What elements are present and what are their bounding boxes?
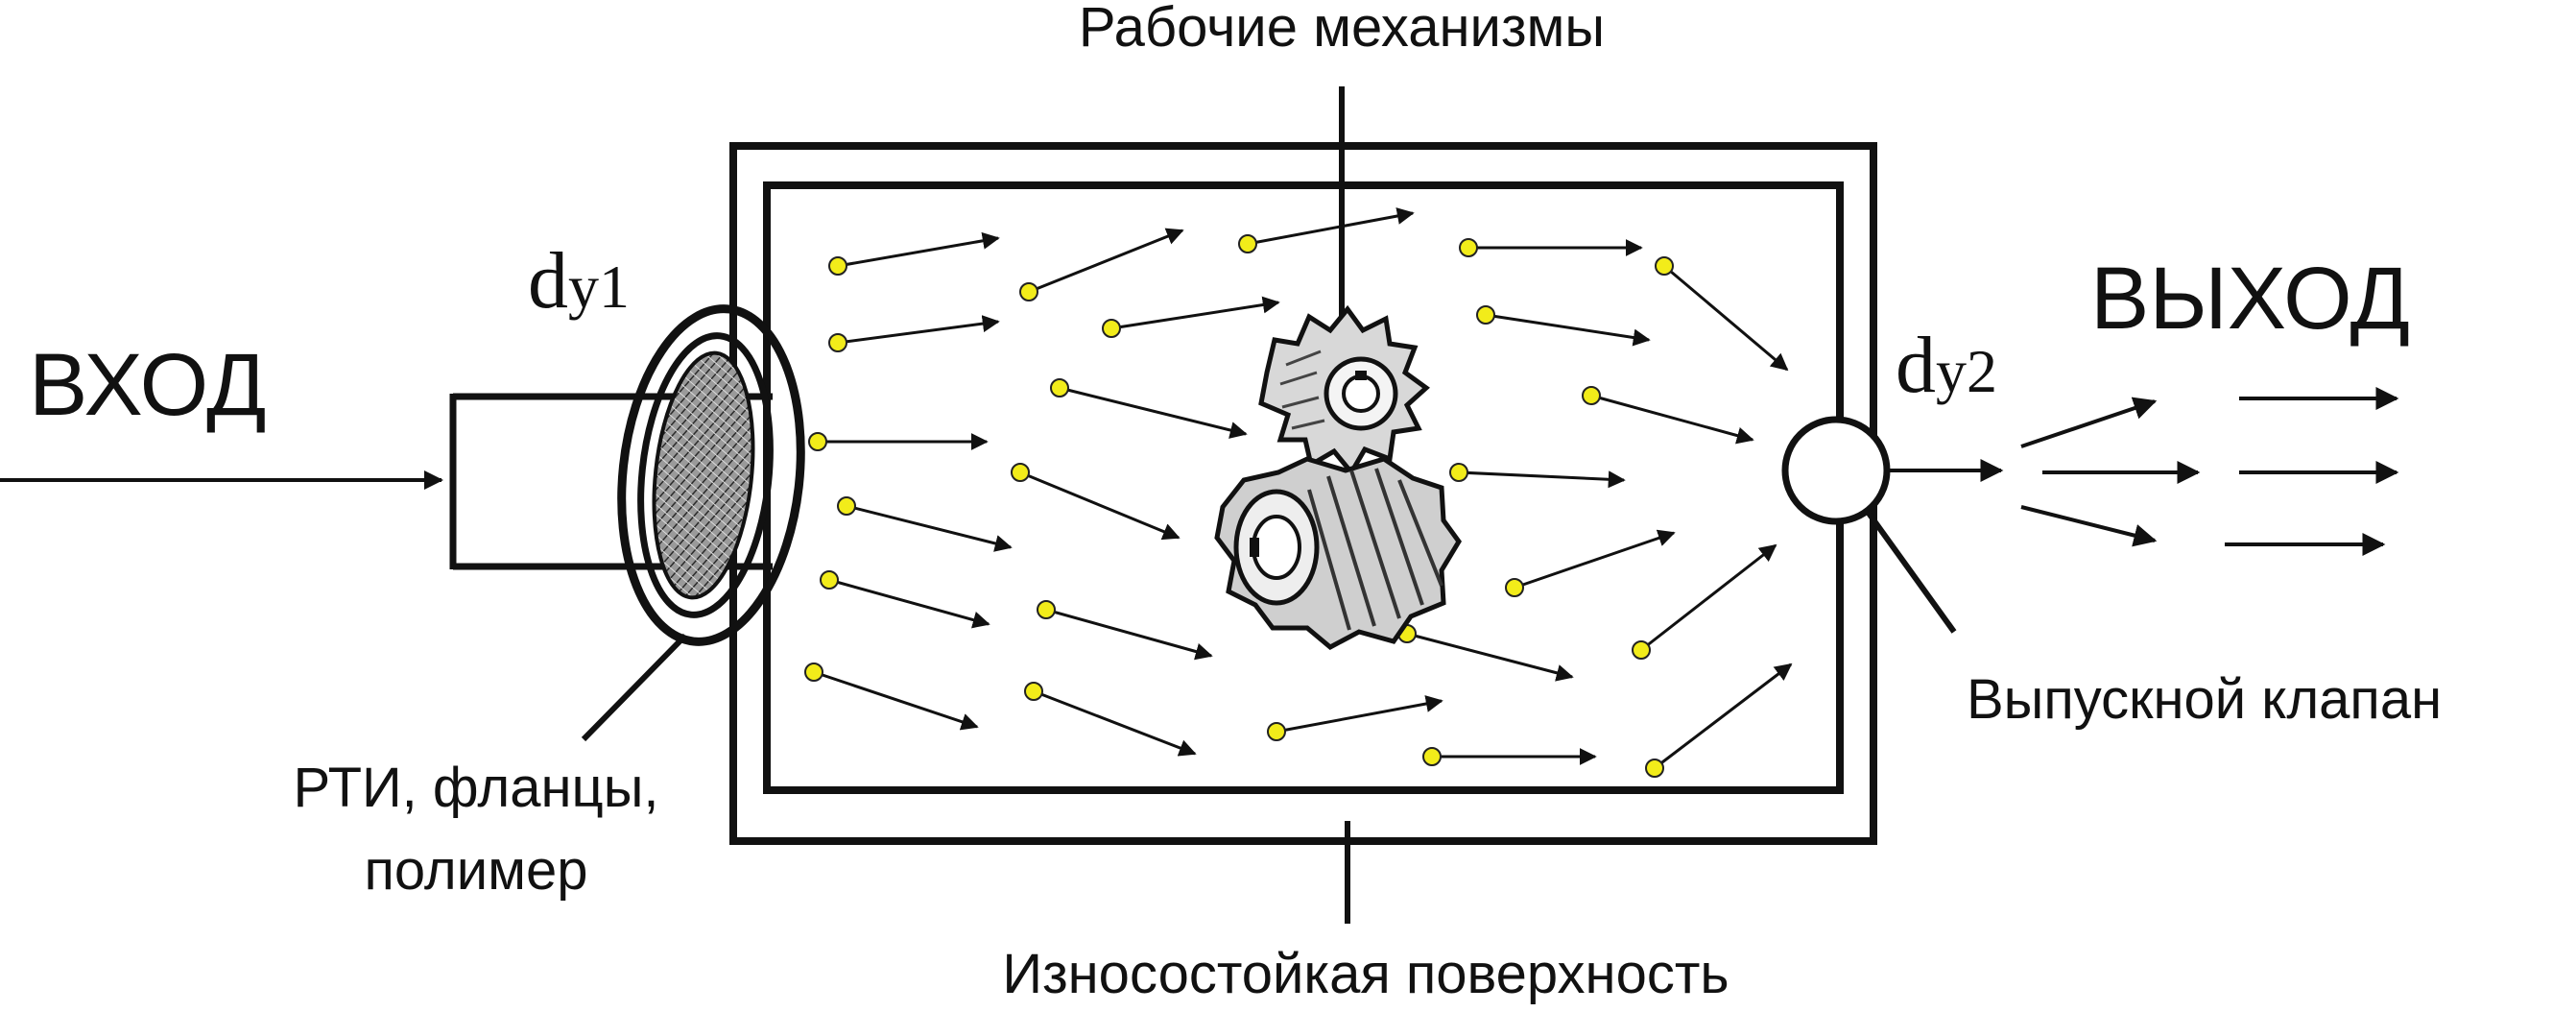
output-label: ВЫХОД	[2090, 250, 2410, 348]
flange-ring-inner	[637, 332, 774, 618]
mechanisms-label: Рабочие механизмы	[1079, 0, 1605, 59]
valve-label: Выпускной клапан	[1967, 668, 2442, 731]
particle-arrow	[1422, 747, 1597, 766]
valve-callout	[1865, 510, 1957, 634]
callout-lines	[581, 86, 1957, 924]
particle-arrow	[837, 496, 1013, 552]
dy1-label: dy1	[528, 236, 630, 325]
seal-callout	[581, 633, 688, 742]
particle-arrow	[1267, 695, 1443, 741]
output-arrow	[2020, 505, 2158, 547]
particle-arrow	[1050, 378, 1248, 439]
particle-arrow	[1397, 624, 1574, 682]
particle-arrow	[1582, 386, 1754, 445]
particle-arrow	[804, 663, 979, 731]
particle-arrow	[1655, 256, 1789, 372]
surface-label: Износостойкая поверхность	[1002, 943, 1729, 1005]
particle-arrow	[828, 231, 1000, 276]
flange-ring	[617, 304, 805, 646]
dy2-sub: y2	[1936, 337, 1997, 405]
dy2-main: d	[1896, 321, 1936, 410]
particle-arrow	[1449, 463, 1626, 489]
output-arrows	[2020, 387, 2399, 556]
particle-arrow	[820, 570, 990, 629]
particle-arrow	[1102, 296, 1280, 338]
output-arrow	[2020, 397, 2158, 448]
seal-label-line2: полимер	[364, 839, 587, 902]
particle-arrow	[1037, 600, 1213, 661]
particle-arrow	[1459, 238, 1643, 257]
mesh-filter-icon	[652, 350, 755, 600]
particle-arrow	[1505, 529, 1676, 597]
dy2-label: dy2	[1896, 321, 1997, 410]
particle-arrow	[1011, 463, 1181, 541]
dy1-sub: y1	[568, 253, 630, 321]
particle-arrow	[1645, 663, 1793, 778]
particle-arrow	[1632, 543, 1777, 660]
seal-label-line1: РТИ, фланцы,	[293, 757, 658, 819]
particle-arrow	[1019, 228, 1184, 301]
particle-arrow	[1024, 682, 1197, 757]
dy1-main: d	[528, 236, 568, 325]
gear-pair-icon	[1214, 304, 1462, 650]
particle-arrow	[808, 432, 989, 451]
particle-arrow	[1238, 207, 1415, 253]
particle-arrow	[1476, 305, 1651, 347]
input-label: ВХОД	[29, 336, 266, 434]
particle-arrow	[828, 315, 1000, 352]
valve-circle-icon	[1781, 416, 1891, 525]
